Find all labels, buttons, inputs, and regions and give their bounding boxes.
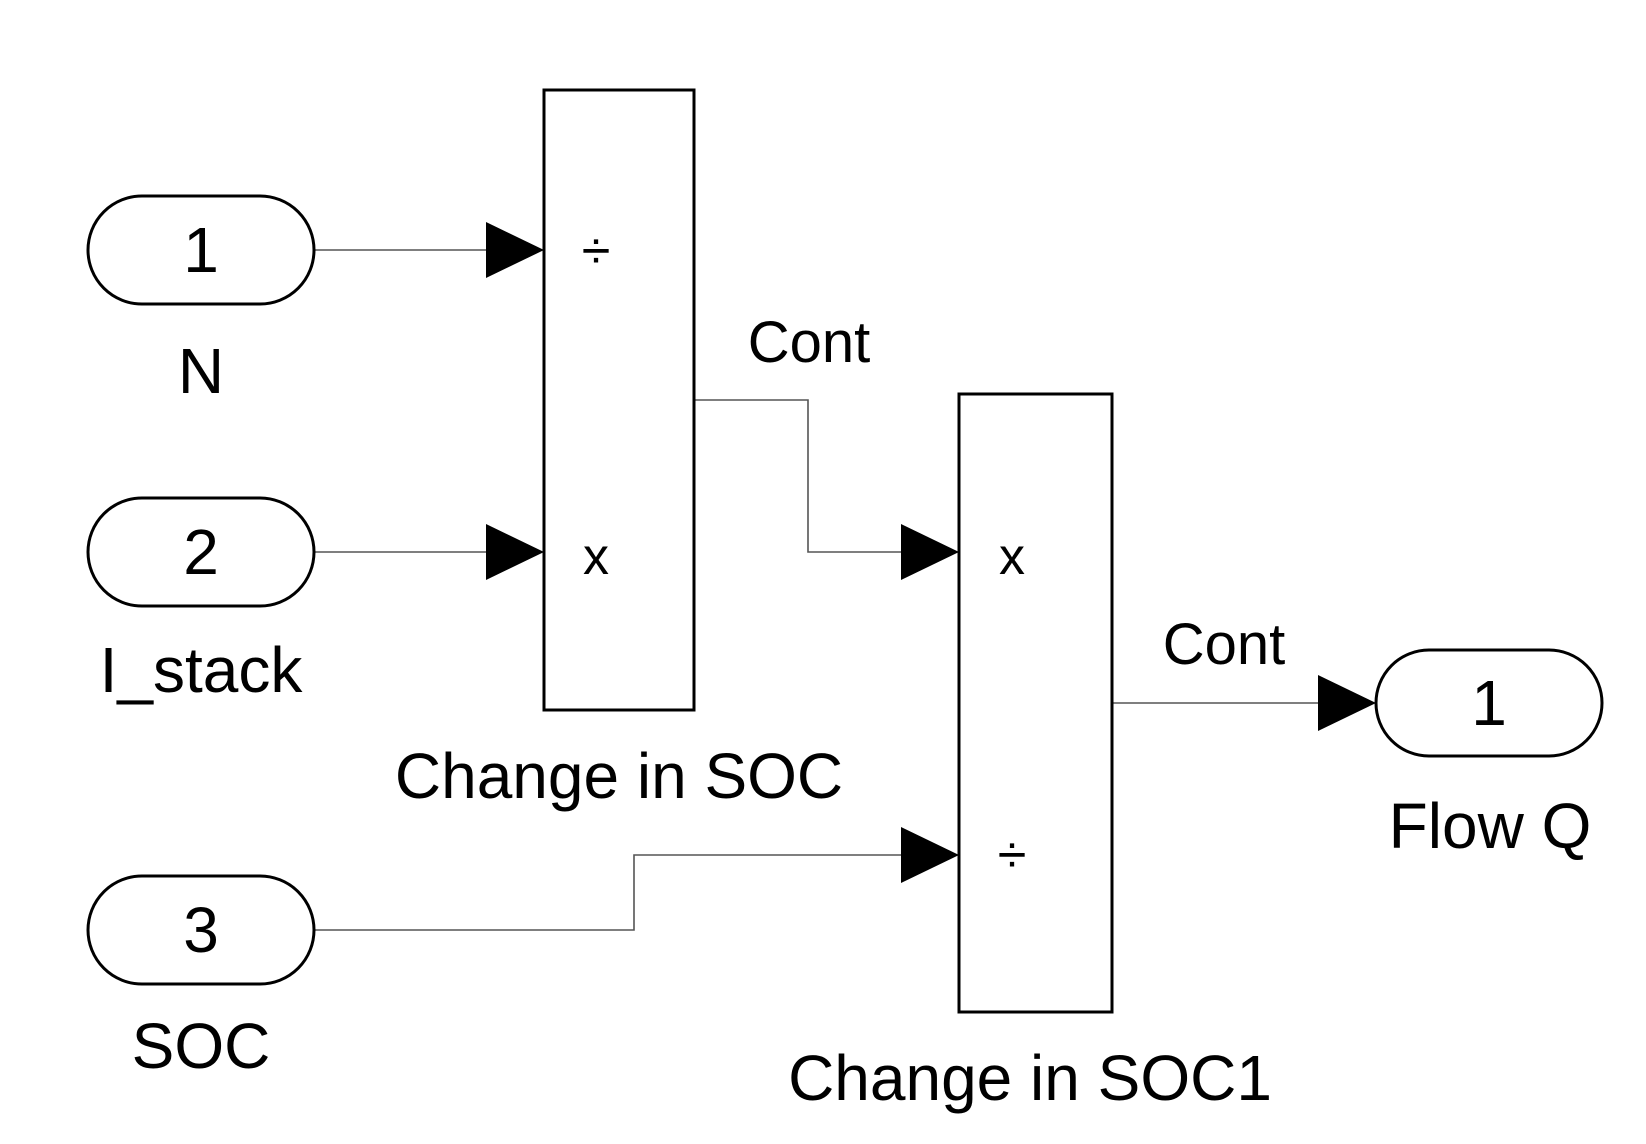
inport-2-number: 2 bbox=[183, 516, 219, 588]
inport-1-label: N bbox=[178, 335, 224, 407]
inport-3-shape[interactable] bbox=[86, 874, 316, 986]
inport-3-number: 3 bbox=[183, 894, 219, 966]
inport-1[interactable]: 1 N bbox=[86, 194, 316, 407]
arrowhead-block2-in1 bbox=[901, 524, 959, 580]
block-2-label: Change in SOC1 bbox=[788, 1042, 1272, 1114]
product-block-1-shape[interactable] bbox=[542, 88, 696, 712]
inport-2[interactable]: 2 I_stack bbox=[86, 496, 316, 706]
outport-1-number: 1 bbox=[1471, 667, 1507, 739]
product-block-change-in-soc[interactable]: ÷ x Change in SOC bbox=[395, 88, 843, 812]
arrowhead-block1-in1 bbox=[486, 222, 544, 278]
signal-label-cont-1: Cont bbox=[748, 310, 871, 375]
arrowhead-block2-in2 bbox=[901, 827, 959, 883]
wire-block1-to-block2 bbox=[694, 399, 901, 553]
inport-2-label: I_stack bbox=[100, 634, 304, 706]
outport-1-label: Flow Q bbox=[1389, 790, 1592, 862]
block-2-op-multiply: x bbox=[999, 528, 1025, 586]
block-1-op-divide: ÷ bbox=[582, 222, 611, 280]
arrowhead-flowq-in bbox=[1318, 675, 1376, 731]
block-1-op-multiply: x bbox=[583, 528, 609, 586]
inport-1-shape[interactable] bbox=[86, 194, 316, 306]
inport-1-number: 1 bbox=[183, 214, 219, 286]
outport-1[interactable]: 1 Flow Q bbox=[1374, 648, 1604, 862]
inport-3[interactable]: 3 SOC bbox=[86, 874, 316, 1082]
arrowhead-block1-in2 bbox=[486, 524, 544, 580]
inport-2-shape[interactable] bbox=[86, 496, 316, 608]
product-block-change-in-soc1[interactable]: x ÷ Change in SOC1 bbox=[788, 392, 1272, 1114]
wire-soc-to-block2 bbox=[314, 854, 901, 931]
inport-3-label: SOC bbox=[132, 1010, 271, 1082]
signal-label-cont-2: Cont bbox=[1163, 612, 1286, 677]
outport-1-shape[interactable] bbox=[1374, 648, 1604, 758]
block-2-op-divide: ÷ bbox=[998, 826, 1027, 884]
block-1-label: Change in SOC bbox=[395, 740, 843, 812]
product-block-2-shape[interactable] bbox=[957, 392, 1114, 1014]
